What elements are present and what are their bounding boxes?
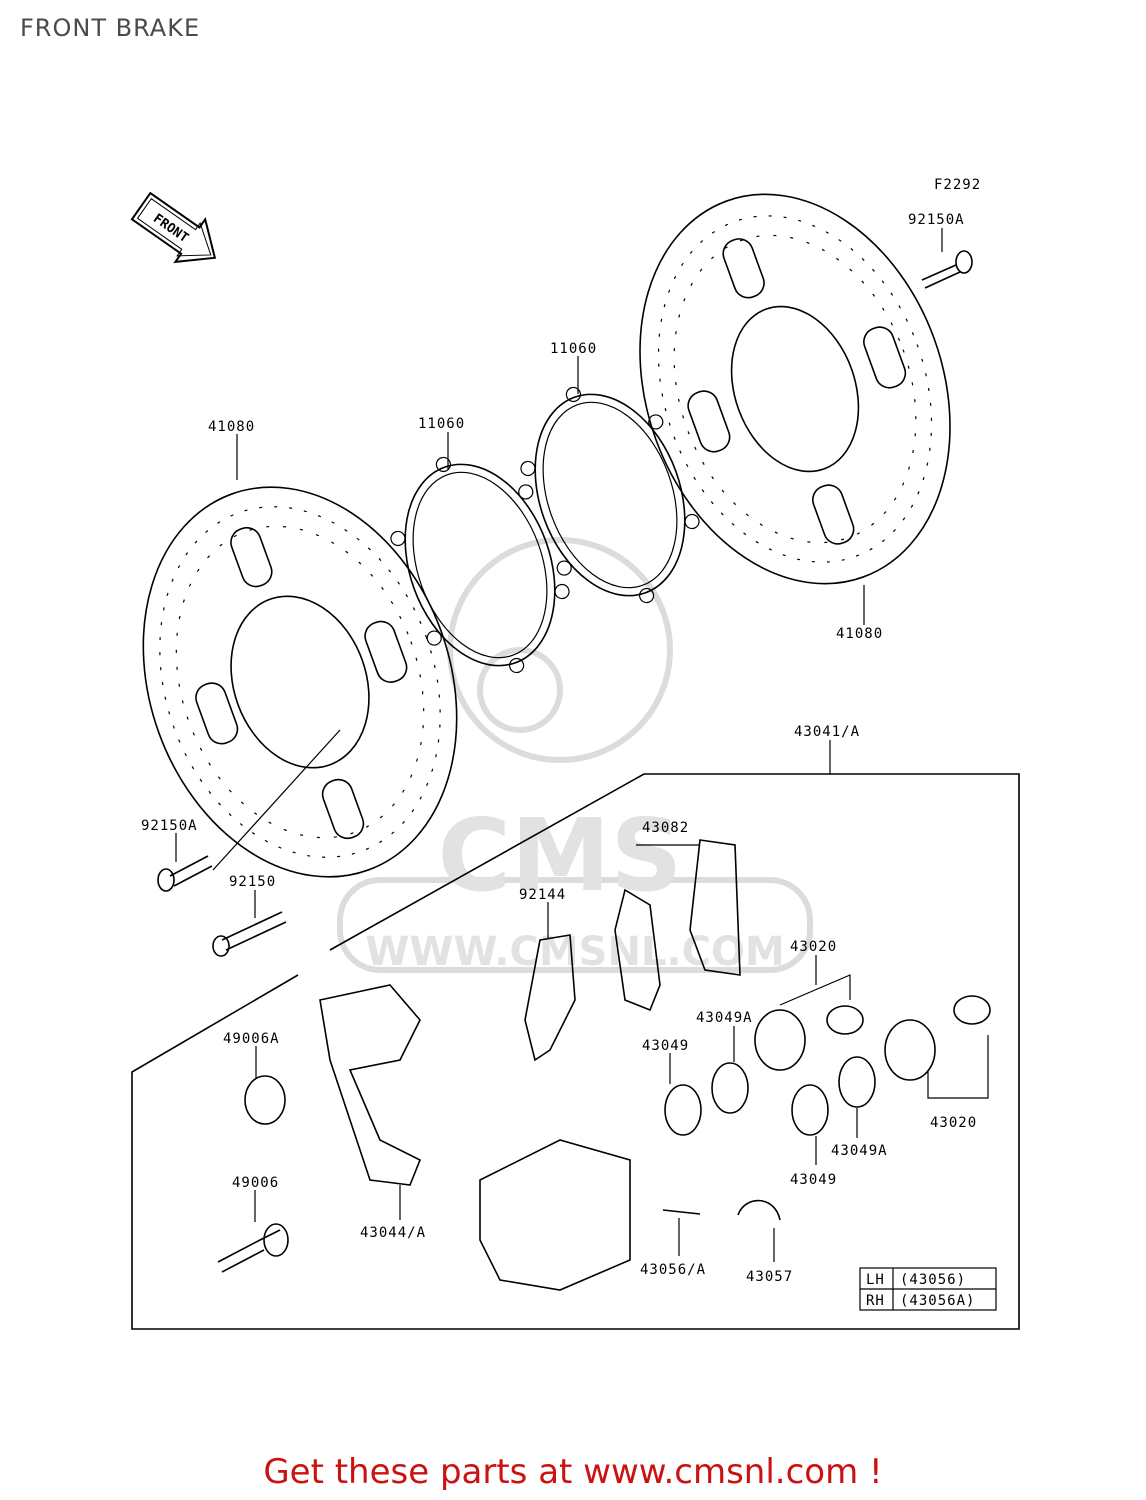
- caliper-body: [479, 1139, 631, 1291]
- part-label-41080-left: 41080: [208, 419, 255, 435]
- side-table-lh-label: LH: [866, 1272, 885, 1288]
- gasket-right: [520, 386, 700, 604]
- caliper-bracket: [319, 984, 422, 1186]
- caliper-assembly-frame: [131, 773, 1020, 1330]
- part-label-43049-right: 43049: [790, 1172, 837, 1188]
- part-label-92150: 92150: [229, 874, 276, 890]
- boot-49006A: [244, 1075, 286, 1125]
- part-label-41080-right: 41080: [836, 626, 883, 642]
- figure-code: F2292: [934, 177, 981, 193]
- part-label-49006A: 49006A: [223, 1031, 280, 1047]
- front-arrow-icon: FRONT: [130, 191, 217, 264]
- piston-insulator-1: [826, 1005, 864, 1035]
- seal-43049-right: [791, 1084, 829, 1136]
- side-table-lh-part: (43056): [900, 1272, 966, 1288]
- bleeder-valve: [662, 1209, 701, 1215]
- part-label-11060-left: 11060: [418, 416, 465, 432]
- brake-pads: [614, 839, 741, 1012]
- part-label-92144: 92144: [519, 887, 566, 903]
- part-label-92150A-top: 92150A: [908, 212, 965, 228]
- pad-spring-clip: [524, 934, 576, 1062]
- footer-link[interactable]: Get these parts at www.cmsnl.com !: [263, 1452, 883, 1492]
- part-label-43020-bottom: 43020: [930, 1115, 977, 1131]
- part-label-49006: 49006: [232, 1175, 279, 1191]
- bolt-92150A-left: [157, 855, 213, 892]
- part-label-43049-left: 43049: [642, 1038, 689, 1054]
- part-label-11060-right: 11060: [550, 341, 597, 357]
- side-table-rh-label: RH: [866, 1293, 885, 1309]
- seal-43049-left: [664, 1084, 702, 1136]
- bolt-92150A-top: [921, 250, 973, 289]
- bleeder-cap: [737, 1199, 781, 1221]
- gasket-left: [390, 456, 570, 674]
- brake-disc-left: [142, 486, 458, 878]
- part-label-43056: 43056/A: [640, 1262, 706, 1278]
- part-label-92150A-left: 92150A: [141, 818, 198, 834]
- part-label-43044: 43044/A: [360, 1225, 426, 1241]
- side-table-rh-part: (43056A): [900, 1293, 975, 1309]
- seal-43049A-right: [838, 1056, 876, 1108]
- piston-1: [754, 1009, 806, 1071]
- watermark-url: WWW.CMSNL.COM: [365, 929, 785, 975]
- part-label-43041: 43041/A: [794, 724, 860, 740]
- part-label-43082: 43082: [642, 820, 689, 836]
- seal-43049A-left: [711, 1062, 749, 1114]
- leader-lines: [175, 228, 989, 1262]
- cms-watermark: CMS WWW.CMSNL.COM: [337, 537, 813, 975]
- page-title: FRONT BRAKE: [20, 14, 201, 42]
- watermark-brand: CMS: [438, 797, 683, 914]
- piston-insulator-2: [953, 995, 991, 1025]
- pin-49006: [217, 1229, 281, 1273]
- part-label-43049A-left: 43049A: [696, 1010, 753, 1026]
- part-label-43057: 43057: [746, 1269, 793, 1285]
- part-label-43020-top: 43020: [790, 939, 837, 955]
- part-label-43049A-right: 43049A: [831, 1143, 888, 1159]
- brake-disc-right: [639, 193, 951, 585]
- piston-2: [884, 1019, 936, 1081]
- side-table: LH (43056) RH (43056A): [859, 1267, 997, 1311]
- bolt-92150: [212, 911, 287, 957]
